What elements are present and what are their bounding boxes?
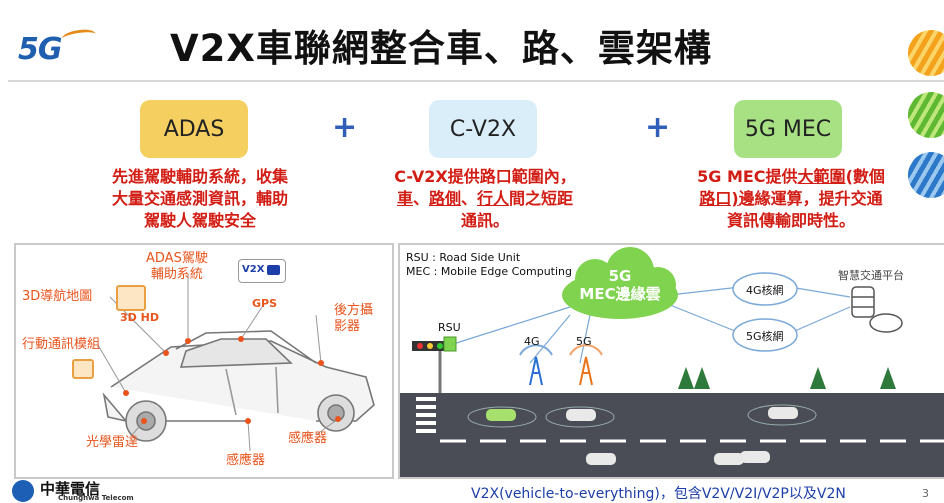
page-title: V2X車聯網整合車、路、雲架構 xyxy=(170,27,712,70)
crosswalk xyxy=(416,397,436,433)
road xyxy=(400,393,944,477)
legend-rsu: RSU : Road Side Unit xyxy=(406,251,521,264)
title-divider xyxy=(8,80,944,82)
antenna-icon xyxy=(569,344,603,386)
5g-logo: 5G xyxy=(18,32,62,67)
mec-cloud-label: 5G MEC邊緣雲 xyxy=(579,267,661,303)
cv2x-description: C-V2X提供路口範圍內， 車、路側、行人間之短距 通訊。 xyxy=(394,167,576,230)
adas-description: 先進駕駛輔助系統，收集 大量交通感測資訊，輔助 駕駛人駕駛安全 xyxy=(111,167,288,230)
plus-sign: + xyxy=(645,110,671,145)
traffic-light-icon xyxy=(412,341,452,393)
adas-system-label: ADAS駕駛 輔助系統 xyxy=(146,251,208,282)
v2x-car-icon: V2X xyxy=(238,259,286,283)
concept-5g-mec: 5G MEC xyxy=(734,100,842,158)
car-icon xyxy=(467,404,817,465)
lidar-label: 光學雷達 xyxy=(86,435,139,450)
nav-map-label: 3D導航地圖 xyxy=(22,289,93,304)
v2x-caption: V2X(vehicle-to-everything)，包含V2V/V2I/V2P… xyxy=(471,486,846,502)
4g-core-label: 4G核網 xyxy=(746,284,784,297)
tree-icon xyxy=(678,367,896,389)
sensor-dots xyxy=(123,336,341,424)
server-cloud-icon xyxy=(851,286,903,333)
green-orb-icon xyxy=(908,92,944,138)
v2x-network-panel: RSU : Road Side Unit MEC : Mobile Edge C… xyxy=(398,243,944,479)
mobile-module-label: 行動通訊模組 xyxy=(22,337,101,352)
4g-tower-label: 4G xyxy=(524,335,540,348)
company-name: 中華電信 xyxy=(40,480,101,498)
mobile-module-icon xyxy=(72,359,94,379)
hd-label: 3D HD xyxy=(120,311,159,324)
5g-core-label: 5G核網 xyxy=(746,330,784,343)
company-name-en: Chunghwa Telecom xyxy=(58,494,134,502)
sedan-icon xyxy=(102,330,375,442)
5g-tower-label: 5G xyxy=(576,335,592,348)
plus-sign: + xyxy=(332,110,358,145)
connection-lines xyxy=(449,286,851,364)
core-cloud-icon xyxy=(732,272,798,352)
network-illustration xyxy=(400,247,944,477)
3d-map-icon xyxy=(116,285,146,311)
mec-description: 5G MEC提供大範圍(數個 路口)邊緣運算，提升交通 資訊傳輸即時性。 xyxy=(697,167,885,230)
rsu-label: RSU xyxy=(438,321,461,334)
rear-camera-label: 後方攝 影器 xyxy=(334,303,374,334)
concept-cv2x: C-V2X xyxy=(429,100,537,158)
legend-mec: MEC : Mobile Edge Computing xyxy=(406,265,572,278)
adas-car-panel: ADAS駕駛 輔助系統 V2X GPS 3D導航地圖 3D HD 後方攝 影器 … xyxy=(14,243,394,479)
antenna-icon xyxy=(519,344,553,386)
chunghwa-logo-icon xyxy=(12,480,34,502)
rsu-unit-icon xyxy=(443,336,457,352)
concept-adas: ADAS xyxy=(140,100,248,158)
logo-swoosh xyxy=(61,27,97,46)
mec-cloud-icon xyxy=(562,247,678,319)
platform-label: 智慧交通平台 xyxy=(838,269,904,282)
orange-orb-icon xyxy=(908,30,944,76)
blue-orb-icon xyxy=(908,152,944,198)
sensor-label: 感應器 xyxy=(226,453,266,468)
car-illustration xyxy=(97,275,375,452)
page-number: 3 xyxy=(922,487,929,500)
gps-label: GPS xyxy=(252,297,278,310)
sensor-label: 感應器 xyxy=(288,431,328,446)
